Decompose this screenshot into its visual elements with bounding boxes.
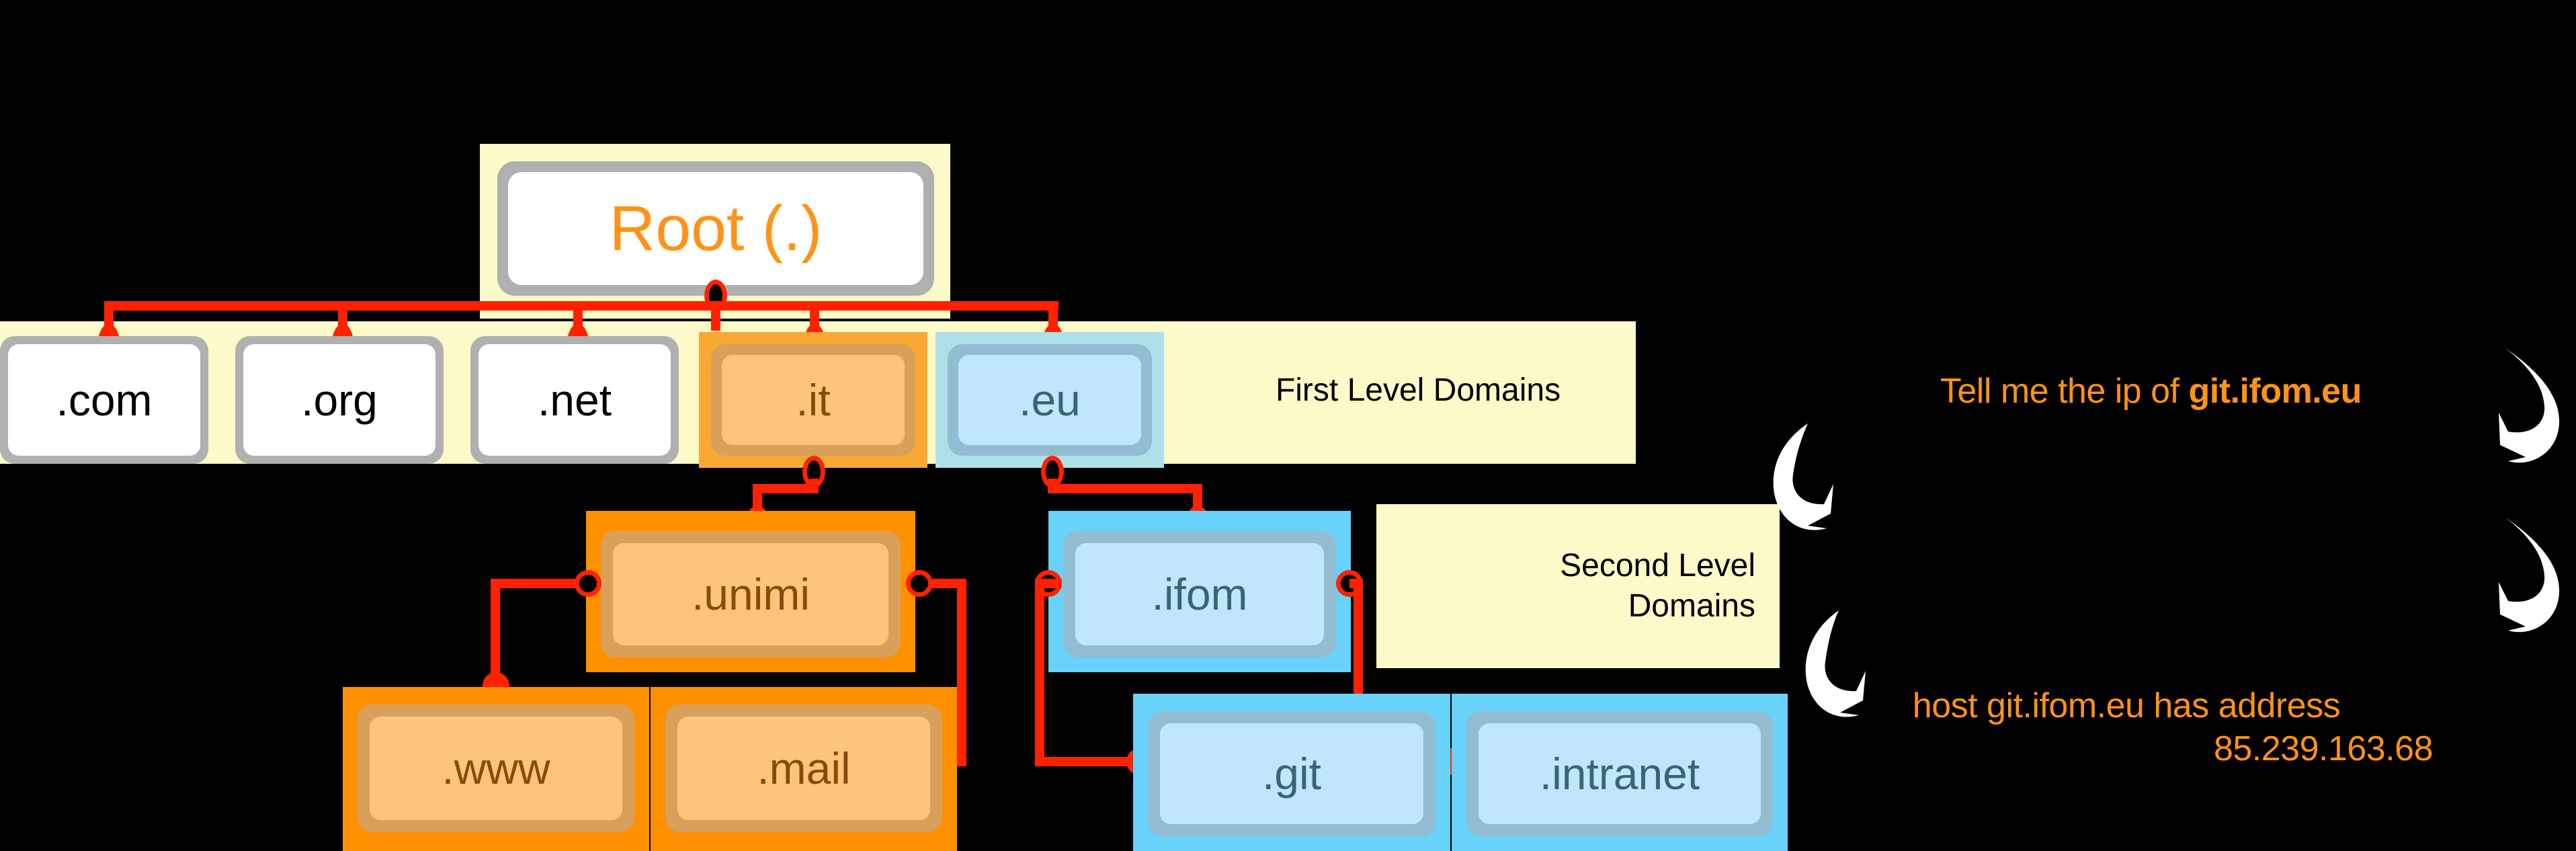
node-ifom-face: .ifom (1075, 543, 1324, 645)
node-org-face: .org (243, 344, 435, 456)
node-eu-label: .eu (1019, 375, 1081, 425)
node-www[interactable]: .www (343, 687, 649, 851)
first-level-domains-text: First Level Domains (1275, 372, 1561, 408)
node-git[interactable]: .git (1133, 694, 1450, 851)
edge-eu-ifom-h (1048, 484, 1202, 493)
edge-ifom-git-h2 (1035, 757, 1142, 766)
node-it-face: .it (722, 355, 905, 445)
edge-it-unimi-h (753, 484, 819, 493)
node-mail-label: .mail (757, 743, 851, 793)
node-ifom-label: .ifom (1151, 569, 1248, 619)
node-www-label: .www (442, 743, 550, 793)
node-com-face: .com (8, 344, 200, 456)
node-it[interactable]: .it (699, 332, 927, 468)
node-unimi[interactable]: .unimi (586, 511, 915, 672)
node-git-face: .git (1160, 723, 1423, 824)
edge-unimi-www-v (491, 579, 500, 680)
node-root-face: Root (.) (508, 172, 923, 285)
node-com[interactable]: .com (0, 336, 208, 464)
node-unimi-face: .unimi (613, 543, 888, 645)
node-eu-face: .eu (958, 355, 1141, 445)
node-net-label: .net (537, 375, 612, 425)
node-www-face: .www (370, 717, 622, 820)
node-root-label: Root (.) (609, 192, 823, 264)
second-level-band (1376, 504, 1780, 668)
node-net[interactable]: .net (470, 336, 679, 464)
node-intranet-label: .intranet (1539, 749, 1700, 799)
first-level-domains-label: First Level Domains (1203, 350, 1633, 430)
node-git-label: .git (1261, 749, 1322, 799)
node-com-label: .com (56, 375, 153, 425)
edge-unimi-mail-v (957, 579, 966, 766)
node-net-face: .net (479, 344, 671, 456)
curved-arrow-down-right-icon (1761, 403, 1882, 544)
node-it-label: .it (796, 375, 831, 425)
node-org[interactable]: .org (235, 336, 444, 464)
node-unimi-label: .unimi (691, 569, 811, 619)
query-prefix-text: Tell me the ip of (1940, 372, 2189, 411)
query-annotation: Tell me the ip of git.ifom.eu (1903, 331, 2362, 452)
query-host-text: git.ifom.eu (2188, 372, 2362, 411)
edge-unimi-www-h (491, 579, 578, 588)
node-root[interactable]: Root (.) (497, 161, 934, 296)
port-unimi-left (575, 570, 601, 597)
answer-line1: host git.ifom.eu has address (1875, 645, 2341, 766)
node-intranet[interactable]: .intranet (1452, 694, 1788, 851)
node-ifom[interactable]: .ifom (1048, 511, 1351, 672)
edge-ifom-git-v (1035, 579, 1044, 766)
node-mail[interactable]: .mail (651, 687, 957, 851)
answer-line2: 85.239.163.68 (1875, 688, 2434, 809)
node-intranet-face: .intranet (1479, 723, 1761, 824)
answer-line2-text: 85.239.163.68 (2213, 729, 2434, 768)
node-mail-face: .mail (677, 717, 930, 820)
answer-line1-text: host git.ifom.eu has address (1912, 686, 2341, 725)
node-eu[interactable]: .eu (936, 332, 1164, 468)
curved-arrow-answer-icon (1794, 592, 1915, 733)
node-org-label: .org (301, 375, 378, 425)
curved-arrow-down-left-icon (2460, 329, 2576, 471)
curved-arrow-down-left-icon-2 (2460, 511, 2576, 652)
